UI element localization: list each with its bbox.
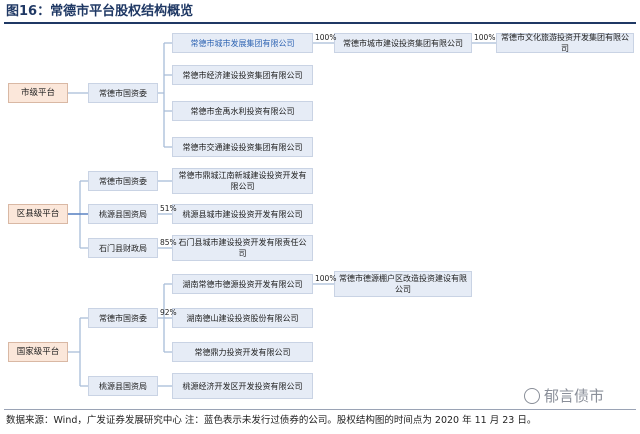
source-footnote: 数据来源：Wind，广发证券发展研究中心 注：蓝色表示未发行过债券的公司。股权结… <box>6 415 537 426</box>
company-deshan: 湖南德山建设投资股份有限公司 <box>172 308 313 328</box>
company-jinyu-water: 常德市金禹水利投资有限公司 <box>172 101 313 121</box>
pct-city-dev-to-construction: 100% <box>315 33 337 42</box>
company-taoyuan-econ: 桃源经济开发区开发投资有限公司 <box>172 373 313 399</box>
owner-city-sasac: 常德市国资委 <box>88 83 158 103</box>
pct-deshan: 92% <box>160 308 177 317</box>
pct-construction-to-culture: 100% <box>474 33 496 42</box>
watermark: 郁言债市 <box>524 384 604 408</box>
owner-taoyuan-bureau: 桃源县国资局 <box>88 204 158 224</box>
company-shimen-city: 石门县城市建设投资开发有限责任公司 <box>172 235 313 261</box>
owner-district-sasac: 常德市国资委 <box>88 171 158 191</box>
connector-zone-sasac <box>158 283 172 353</box>
company-economic-construction: 常德市经济建设投资集团有限公司 <box>172 65 313 85</box>
wechat-icon <box>524 388 540 404</box>
title-divider <box>4 22 636 24</box>
pct-hunan-deyuan-to-shed: 100% <box>315 274 337 283</box>
company-dingli: 常德鼎力投资开发有限公司 <box>172 342 313 362</box>
figure-title: 图16：常德市平台股权结构概览 <box>6 4 194 19</box>
company-city-construction: 常德市城市建设投资集团有限公司 <box>334 33 472 53</box>
owner-zone-taoyuan-bureau: 桃源县国资局 <box>88 376 158 396</box>
company-culture-tourism: 常德市文化旅游投资开发集团有限公司 <box>496 33 634 53</box>
level-national-zone: 国家级平台 <box>8 342 68 362</box>
pct-shimen-city: 85% <box>160 238 177 247</box>
connector-city-trunk <box>158 42 172 148</box>
footer-divider <box>4 409 636 410</box>
company-city-dev: 常德市城市发展集团有限公司 <box>172 33 313 53</box>
owner-shimen-finance: 石门县财政局 <box>88 238 158 258</box>
company-taoyuan-city: 桃源县城市建设投资开发有限公司 <box>172 204 313 224</box>
company-jiangnan: 常德市鼎城江南新城建设投资开发有限公司 <box>172 168 313 194</box>
company-deyuan-shed: 常德市德源棚户区改造投资建设有限公司 <box>334 271 472 297</box>
level-city: 市级平台 <box>8 83 68 103</box>
owner-zone-sasac: 常德市国资委 <box>88 308 158 328</box>
company-hunan-deyuan: 湖南常德市德源投资开发有限公司 <box>172 274 313 294</box>
company-transport-construction: 常德市交通建设投资集团有限公司 <box>172 137 313 157</box>
connector-zone-trunk <box>68 317 88 387</box>
watermark-text: 郁言债市 <box>544 387 605 405</box>
level-district: 区县级平台 <box>8 204 68 224</box>
pct-taoyuan-city: 51% <box>160 204 177 213</box>
